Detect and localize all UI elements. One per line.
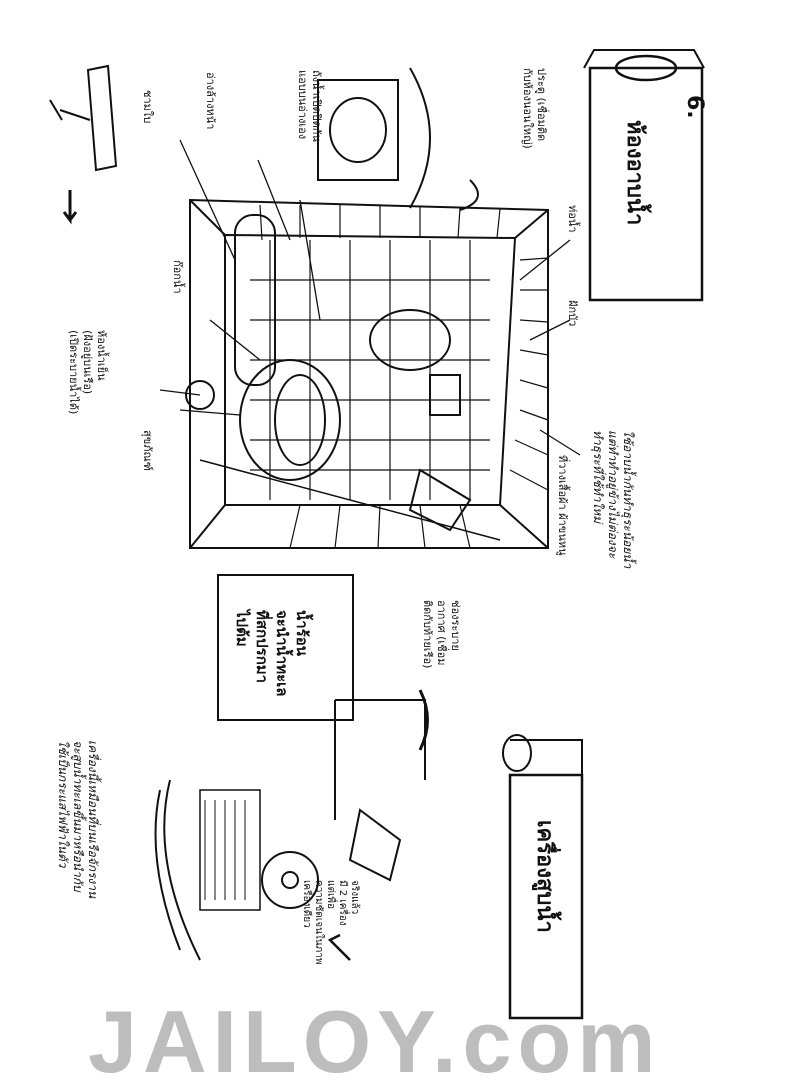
label-basin: อ่างล้างหน้า bbox=[204, 72, 217, 130]
leader-lines bbox=[159, 139, 581, 456]
pump-title: เครื่องสูบน้ำ bbox=[532, 820, 557, 933]
door-drawing bbox=[317, 67, 479, 211]
label-door: ประตู (เชื่อมติด กับห้องนอนใหญ่) bbox=[521, 68, 548, 149]
section-number: 6. bbox=[682, 95, 707, 119]
label-bowl: ชามใบ bbox=[141, 90, 154, 124]
label-faucet: ก๊อกน้ำ bbox=[171, 260, 184, 294]
label-tank: ถังน้ำเปิดปิดกัน แอบบนอ่างเอง bbox=[296, 70, 323, 142]
pump-title-scroll bbox=[502, 734, 584, 1020]
tool-sketch bbox=[49, 64, 118, 225]
pump-caption: จริงแล้ว มี 2 เครื่อง แต่เพื่อ ความชัดเจ… bbox=[301, 880, 360, 965]
label-porthole: ห้องน้ำเย็น (ฝังอยู่บนเรือ) (เปิดระบายน้… bbox=[67, 330, 108, 415]
bathroom-title-scroll bbox=[583, 49, 705, 302]
pump-note: เครื่องนี้เหมือนที่บนเรือจักรงาน จะสูบน้… bbox=[56, 740, 100, 899]
watermark: JAILOY.com bbox=[88, 992, 662, 1091]
hot-water-note: น้ำร้อน จะนำน้ำทะเล ที่สกปรกมา ไปต้ม bbox=[233, 610, 311, 697]
label-clothes-rack: ที่วางเสื้อผ้า ผ้าขนหนู bbox=[556, 455, 569, 556]
label-vent: ช่องระบาย อากาศ (เชื่อม ติดกับท้ายเรือ) bbox=[421, 600, 462, 669]
hot-water-box bbox=[217, 574, 354, 721]
pump-drawing bbox=[154, 689, 429, 961]
label-shower: ฝักบัว bbox=[566, 300, 579, 327]
label-pipe: ท่อน้ำ bbox=[566, 205, 579, 233]
bathroom-title: ห้องอาบน้ำ bbox=[622, 120, 647, 226]
bathroom-drawing bbox=[185, 198, 549, 549]
bathroom-note: ใช้อาบน้ำกันทำธุระน้อยน้ำ แต่ทำทำอยู่ข้า… bbox=[591, 430, 635, 569]
label-toilet: สุขภัณฑ์ bbox=[141, 430, 154, 471]
